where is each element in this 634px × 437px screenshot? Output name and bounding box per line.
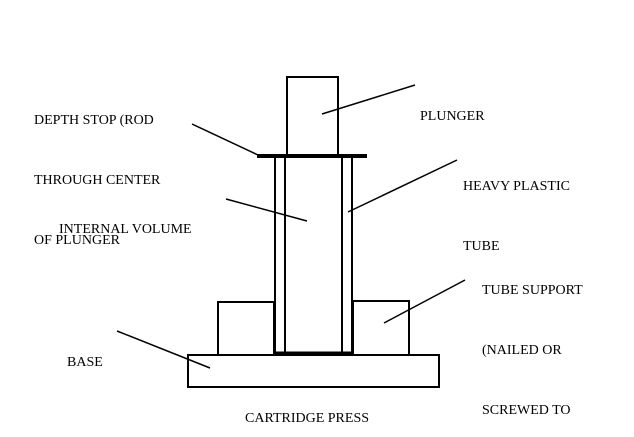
label-line: SCREWED TO	[482, 403, 571, 418]
label-line: HEAVY PLASTIC	[463, 179, 570, 194]
label-base: BASE	[67, 313, 103, 413]
label-line: INTERNAL VOLUME	[59, 222, 192, 237]
label-line: TUBE SUPPORT	[482, 283, 583, 298]
label-internal-volume: INTERNAL VOLUME	[59, 180, 192, 280]
leader-tube-support	[383, 279, 466, 324]
label-line: OF PLUNGER	[34, 233, 120, 248]
diagram-title: CARTRIDGE PRESS	[245, 411, 370, 426]
plunger-block	[286, 76, 339, 157]
label-heavy-plastic-tube: HEAVY PLASTIC TUBE	[463, 137, 570, 297]
tube-support-left	[217, 301, 275, 356]
label-line: TUBE	[463, 239, 500, 254]
label-line: DEPTH STOP (ROD	[34, 113, 154, 128]
label-plunger: PLUNGER	[420, 67, 485, 167]
leader-heavy-plastic-tube	[347, 159, 458, 213]
tube-support-right	[352, 300, 410, 356]
label-depth-stop: DEPTH STOP (ROD THROUGH CENTER OF PLUNGE…	[34, 71, 160, 291]
leader-plunger	[321, 84, 416, 115]
base-block	[187, 354, 440, 388]
label-line: (NAILED OR	[482, 343, 562, 358]
leader-internal-volume	[225, 198, 308, 222]
leader-depth-stop	[191, 123, 259, 156]
label-tube-support: TUBE SUPPORT (NAILED OR SCREWED TO BASE)	[482, 241, 583, 437]
leader-base	[116, 330, 211, 369]
label-line: THROUGH CENTER	[34, 173, 161, 188]
label-line: PLUNGER	[420, 109, 485, 124]
label-line: BASE	[67, 355, 103, 370]
